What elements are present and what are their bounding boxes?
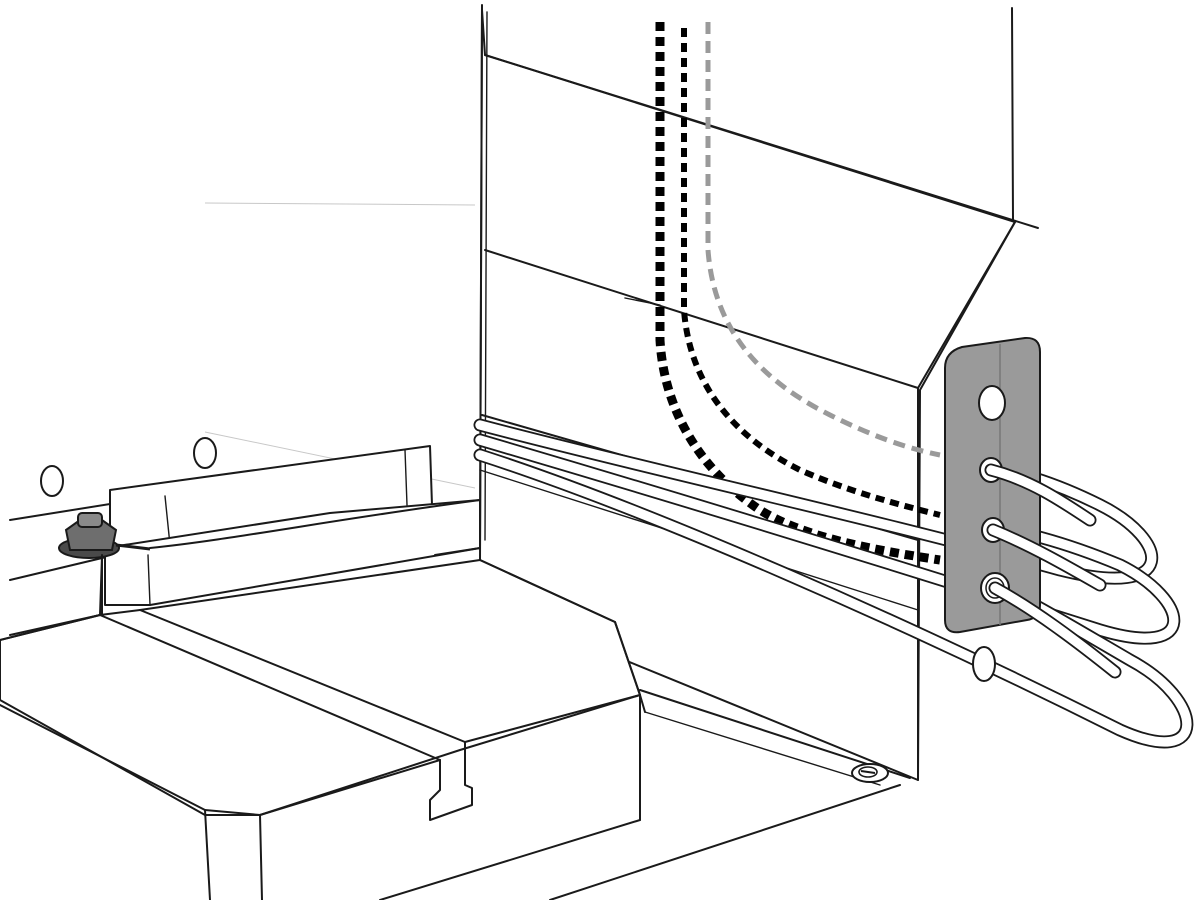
cabinet-housing <box>434 4 1039 781</box>
ground-nut <box>58 512 151 616</box>
mount-hole <box>193 437 217 469</box>
lower-clip <box>972 646 996 682</box>
base-tray <box>0 559 911 900</box>
mount-hole <box>40 465 64 497</box>
tube-stubs <box>984 463 1122 679</box>
wire-path-light <box>705 22 941 458</box>
floor-screw <box>851 763 889 783</box>
plate-hole-open <box>978 385 1006 421</box>
tube-loops <box>473 418 1194 749</box>
grommet-plate <box>944 336 1041 634</box>
wire-path-heavy <box>655 22 941 565</box>
wire-path-medium <box>681 28 941 518</box>
wire-paths <box>655 22 941 565</box>
